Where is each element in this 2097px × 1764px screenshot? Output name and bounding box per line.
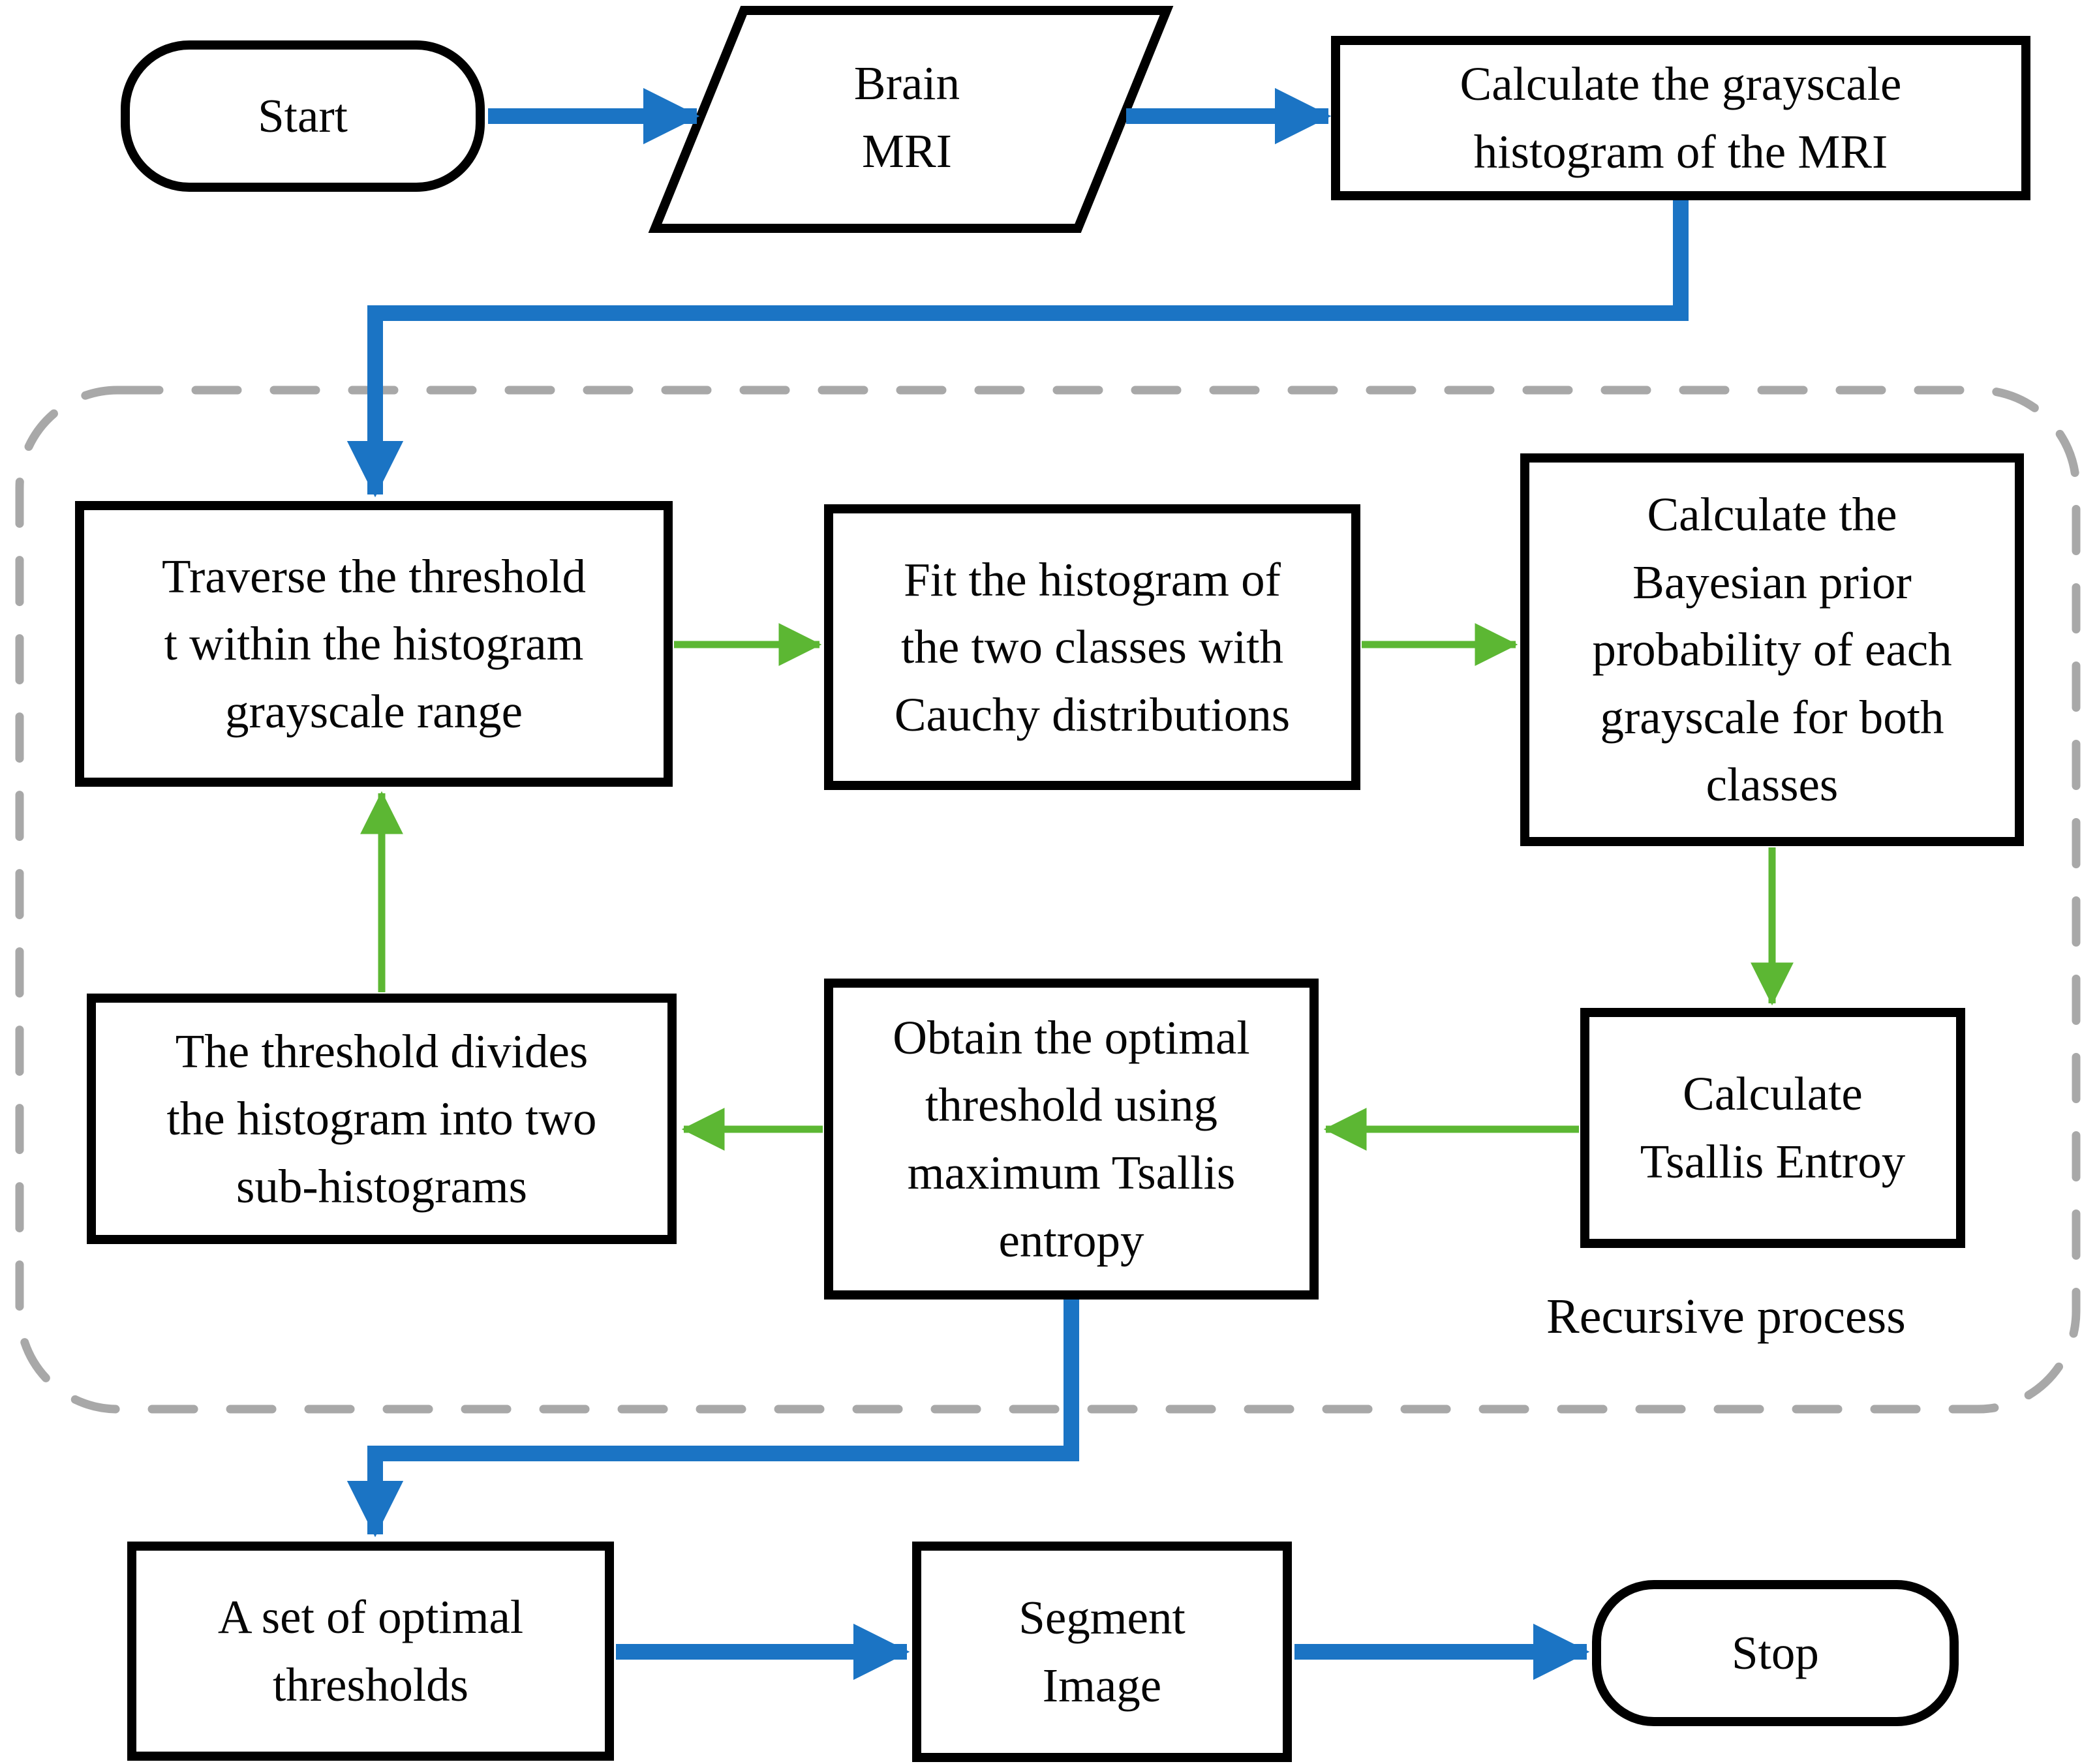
node-brain-mri-label: Brain MRI	[853, 57, 960, 177]
node-traverse-threshold: Traverse the threshold t within the hist…	[75, 501, 673, 787]
node-tsallis-entropy: Calculate Tsallis Entroy	[1580, 1008, 1965, 1248]
brain-mri-parallelogram	[648, 6, 1174, 233]
arrow-obtain-to-thresholds	[346, 1300, 1079, 1538]
node-segment-image: Segment Image	[912, 1542, 1292, 1762]
recursive-region-outline	[15, 386, 2081, 1414]
arrow-calc-histogram-to-traverse	[346, 200, 1689, 498]
node-bayesian-prior: Calculate the Bayesian prior probability…	[1520, 453, 2024, 846]
node-start: Start	[121, 40, 485, 192]
node-set-of-thresholds: A set of optimal thresholds	[127, 1542, 614, 1761]
recursive-process-label: Recursive process	[1546, 1289, 1906, 1344]
node-stop: Stop	[1592, 1580, 1959, 1726]
node-threshold-divides: The threshold divides the histogram into…	[87, 994, 677, 1244]
node-calc-histogram: Calculate the grayscale histogram of the…	[1331, 36, 2030, 200]
node-obtain-optimal-threshold: Obtain the optimal threshold using maxim…	[824, 979, 1319, 1300]
node-fit-histogram: Fit the histogram of the two classes wit…	[824, 504, 1360, 790]
